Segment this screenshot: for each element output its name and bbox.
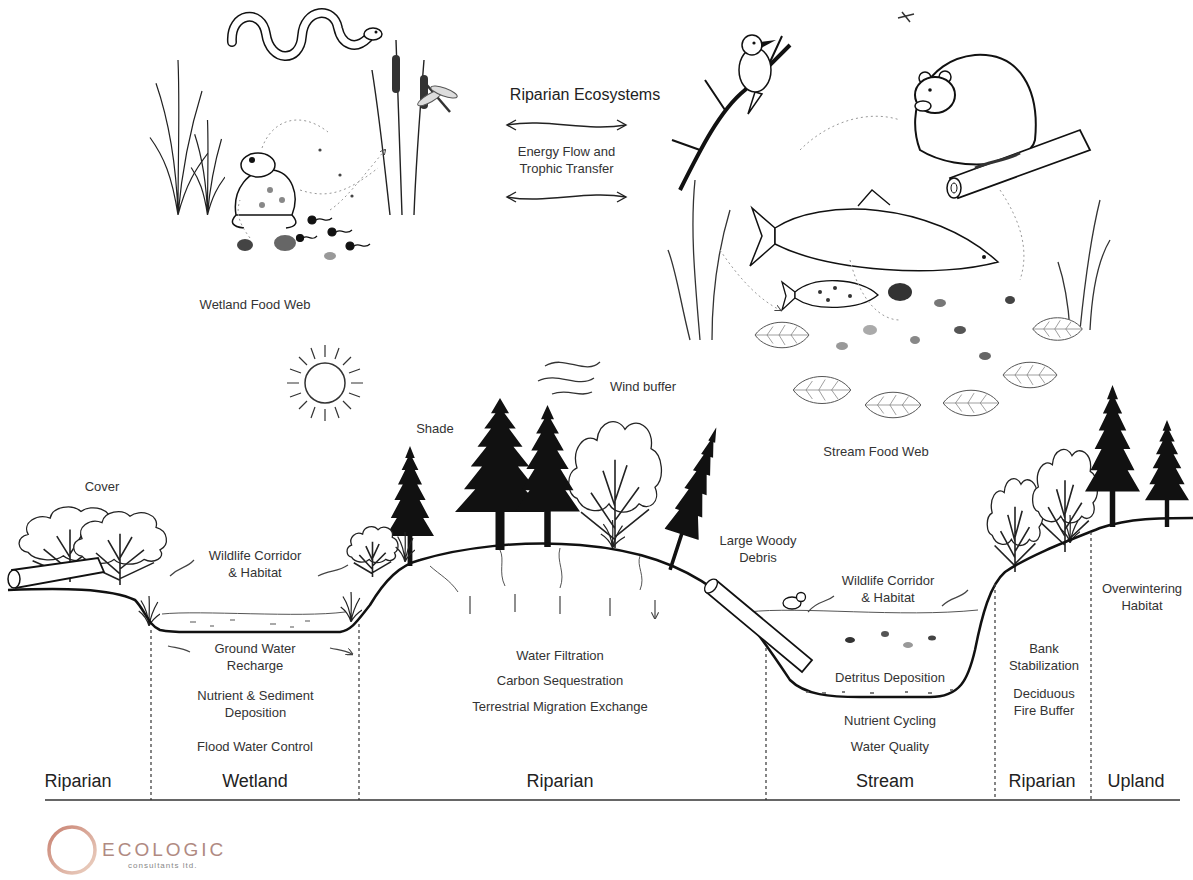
large-woody-debris-log xyxy=(706,580,812,672)
arrow-head xyxy=(617,192,626,202)
ground-profile xyxy=(8,518,1193,697)
logo-subtext: consultants ltd. xyxy=(128,861,228,871)
logo-text: ECOLOGIC xyxy=(102,837,262,862)
zone-label: Upland xyxy=(1092,770,1180,793)
function-label: Nutrient Cycling xyxy=(815,712,965,729)
wetland-food-web-art xyxy=(150,13,459,260)
energy-flow-arrow xyxy=(507,120,626,130)
note: Wildlife Corridor & Habitat xyxy=(205,547,305,581)
diagram-title: Riparian Ecosystems xyxy=(495,84,675,105)
function-label: Water Quality xyxy=(815,738,965,755)
note: Wind buffer xyxy=(598,378,688,395)
function-label: Bank Stabilization xyxy=(1002,640,1086,674)
arrow-head xyxy=(507,192,516,202)
function-label: Flood Water Control xyxy=(175,738,335,755)
cross-section-art xyxy=(8,345,1193,800)
function-label: Terrestrial Migration Exchange xyxy=(440,698,680,715)
arrow-line xyxy=(507,123,626,127)
note: Wildlife Corridor & Habitat xyxy=(838,572,938,606)
zone-label: Riparian xyxy=(500,770,620,793)
function-label: Water Filtration xyxy=(440,647,680,664)
zone-label: Wetland xyxy=(195,770,315,793)
food-web-label: Stream Food Web xyxy=(776,443,976,460)
note: Large Woody Debris xyxy=(712,532,804,566)
function-label: Deciduous Fire Buffer xyxy=(1002,685,1086,719)
zone-label: Stream xyxy=(825,770,945,793)
note: Cover xyxy=(72,478,132,495)
food-web-region: Wetland Food Web xyxy=(145,50,505,320)
food-web-region: Stream Food Web xyxy=(628,5,1118,466)
zone-dividers xyxy=(151,532,1091,800)
zone-label: Riparian xyxy=(997,770,1087,793)
wind-lines xyxy=(538,362,600,394)
baseline xyxy=(45,799,1180,801)
function-label: Ground Water Recharge xyxy=(200,640,310,674)
fallen-log xyxy=(12,558,104,588)
function-label: Carbon Sequestration xyxy=(440,672,680,689)
zone-label: Riparian xyxy=(18,770,138,793)
sun-symbol xyxy=(287,345,363,421)
logo-ring xyxy=(49,827,95,873)
arrow-line xyxy=(507,195,626,199)
food-web-label: Wetland Food Web xyxy=(155,296,355,313)
arrow-head xyxy=(507,120,516,130)
stream-food-web-art xyxy=(668,12,1110,418)
edge-label: Energy Flow and Trophic Transfer xyxy=(507,143,627,177)
energy-flow-arrow xyxy=(507,192,626,202)
function-label: Nutrient & Sediment Deposition xyxy=(188,687,323,721)
note: Shade xyxy=(410,420,460,437)
arrow-head xyxy=(617,120,626,130)
note: Overwintering Habitat xyxy=(1097,580,1187,614)
function-label: Detritus Deposition xyxy=(815,669,965,686)
